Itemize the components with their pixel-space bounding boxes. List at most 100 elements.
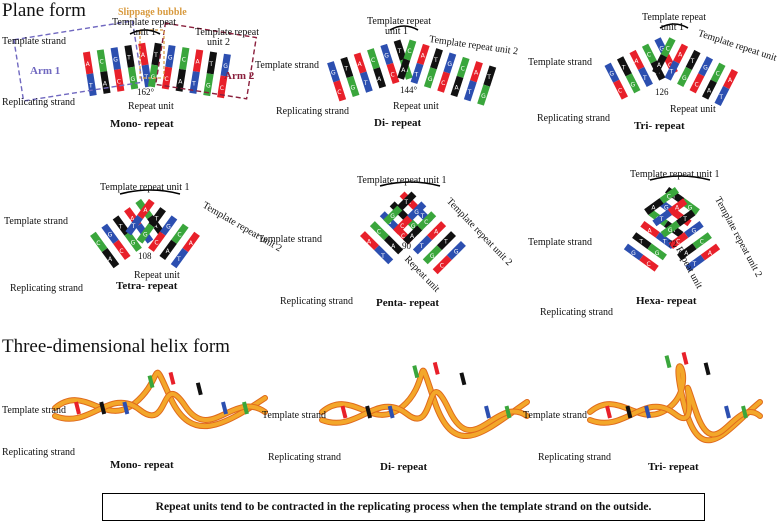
base-pair-bottom xyxy=(189,71,200,94)
base-letter: G xyxy=(351,84,356,91)
base-pair-bottom xyxy=(702,79,717,100)
base-letter: C xyxy=(119,248,123,255)
base-pair-top xyxy=(192,49,204,73)
helix-strand xyxy=(588,385,762,437)
base-pair-top xyxy=(623,243,644,261)
base-pair-top xyxy=(698,56,714,77)
base-pair-top xyxy=(159,215,178,236)
base-letter: A xyxy=(434,229,439,236)
base-pair-bottom xyxy=(652,209,672,227)
base-pair-top xyxy=(483,65,497,87)
helix-base-pair xyxy=(168,371,176,385)
template-strand-label: Template strand xyxy=(2,405,66,416)
base-letter: G xyxy=(411,223,416,230)
base-letter: C xyxy=(441,80,445,87)
base-pair-top xyxy=(684,220,704,238)
base-letter: G xyxy=(688,205,693,212)
base-pair-top xyxy=(397,191,417,211)
base-pair-top xyxy=(353,52,367,74)
base-pair-top xyxy=(367,48,380,70)
base-pair-bottom xyxy=(383,205,403,225)
base-letter: G xyxy=(331,70,336,77)
base-pair-bottom xyxy=(664,60,680,81)
base-letter: G xyxy=(143,231,148,238)
base-pair-top xyxy=(112,215,131,236)
helix-base-pair xyxy=(432,361,440,375)
base-pair-bottom xyxy=(613,79,628,100)
base-letter: T xyxy=(126,54,131,61)
base-letter: G xyxy=(655,250,660,257)
base-letter: A xyxy=(421,52,426,59)
base-letter: C xyxy=(99,59,103,66)
helix-base-pair xyxy=(459,372,467,386)
helix-base-pair xyxy=(221,401,228,415)
base-letter: G xyxy=(691,227,696,234)
base-letter: A xyxy=(678,52,683,59)
helix-strand-outline xyxy=(319,367,530,439)
repeat-unit-brace xyxy=(659,23,689,29)
base-pair-bottom xyxy=(125,215,143,236)
base-letter: T xyxy=(659,216,664,223)
base-letter: G xyxy=(447,61,452,68)
replicating-strand-label: Replicating strand xyxy=(280,296,354,307)
base-pair-top xyxy=(171,223,189,244)
base-pair-bottom xyxy=(625,73,641,94)
template-strand-label: Template strand xyxy=(258,234,322,245)
helix-base-pair xyxy=(412,365,420,379)
panel-caption: Tri- repeat xyxy=(634,120,685,132)
helix-base-pair xyxy=(724,405,731,419)
base-pair-bottom xyxy=(689,73,705,94)
unit-1-label: unit 1 xyxy=(133,27,157,38)
base-letter: C xyxy=(424,219,428,226)
panel-caption: Mono- repeat xyxy=(110,118,174,130)
base-letter: A xyxy=(648,227,653,234)
base-letter: T xyxy=(403,199,408,206)
base-pair-bottom xyxy=(412,235,432,255)
base-letter: T xyxy=(443,239,448,246)
base-letter: G xyxy=(481,93,486,100)
base-letter: A xyxy=(401,67,406,74)
helix-panel-caption: Mono- repeat xyxy=(110,459,174,471)
base-letter: T xyxy=(662,239,667,246)
base-letter: T xyxy=(638,239,643,246)
base-letter: A xyxy=(189,240,194,247)
base-pair-bottom xyxy=(685,254,705,272)
template-strand-label: Template strand xyxy=(528,57,592,68)
base-pair-bottom xyxy=(397,58,411,80)
panel-caption: Di- repeat xyxy=(374,117,422,129)
base-pair-bottom xyxy=(402,225,423,245)
base-letter: A xyxy=(634,58,639,65)
base-pair-top xyxy=(124,44,135,68)
base-pair-bottom xyxy=(652,54,667,75)
base-letter: T xyxy=(131,223,136,230)
base-pair-top xyxy=(641,43,657,64)
template-repeat-unit-1-label: Template repeat unit 1 xyxy=(357,175,447,186)
base-letter: G xyxy=(668,227,673,234)
slippage-bubble-label: Slippage bubble xyxy=(118,7,187,18)
base-letter: A xyxy=(367,239,372,246)
base-pair-top xyxy=(148,207,166,228)
template-repeat-label: Template repeat xyxy=(112,17,176,28)
base-pair-bottom xyxy=(170,247,189,269)
base-letter: T xyxy=(718,94,723,101)
helix-base-pair xyxy=(681,351,689,365)
base-pair-bottom xyxy=(647,243,667,261)
replicating-strand-label: Replicating strand xyxy=(2,97,76,108)
arm-2-box xyxy=(154,22,258,100)
base-pair-bottom xyxy=(432,255,452,275)
base-letter: T xyxy=(671,193,676,200)
base-letter: A xyxy=(708,250,713,257)
base-letter: T xyxy=(397,48,402,55)
base-letter: C xyxy=(647,52,651,59)
base-pair-bottom xyxy=(100,71,111,94)
base-pair-top xyxy=(151,42,162,66)
base-pair-bottom xyxy=(393,215,413,235)
base-pair-bottom xyxy=(147,64,159,88)
base-letter: A xyxy=(358,61,363,68)
angle-label: 72 xyxy=(668,239,677,249)
base-pair-top xyxy=(640,220,660,238)
base-letter: C xyxy=(716,71,720,78)
base-letter: G xyxy=(430,253,435,260)
base-pair-bottom xyxy=(127,66,139,90)
base-pair-top xyxy=(470,61,483,83)
